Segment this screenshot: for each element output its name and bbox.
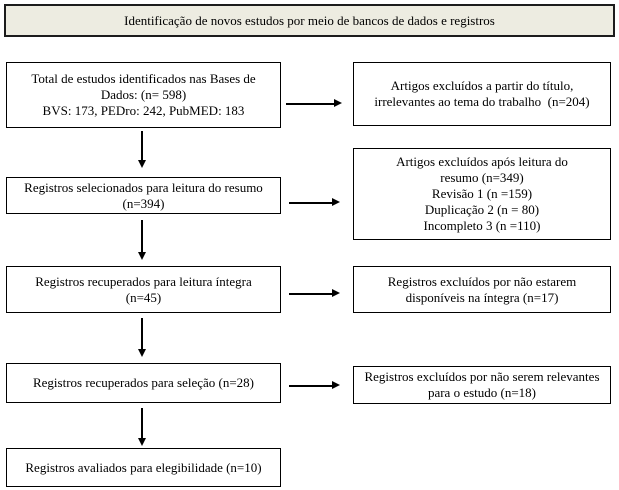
box-assessed-eligibility: Registros avaliados para elegibilidade (…	[6, 448, 281, 487]
arrow-down-4	[137, 408, 146, 446]
arrow-right-4	[289, 381, 340, 389]
arrow-right-3	[289, 289, 340, 297]
box-excluded-by-title: Artigos excluídos a partir do título, ir…	[353, 62, 611, 126]
box-total-identified: Total de estudos identificados nas Bases…	[6, 62, 281, 128]
arrow-down-1	[137, 131, 146, 168]
box-selected-abstract-reading: Registros selecionados para leitura do r…	[6, 177, 281, 214]
box-excluded-after-abstract: Artigos excluídos após leitura do resumo…	[353, 148, 611, 240]
arrow-right-2	[289, 198, 340, 206]
box-excluded-not-relevant: Registros excluídos por não serem releva…	[353, 366, 611, 404]
arrow-down-3	[137, 318, 146, 357]
header-title: Identificação de novos estudos por meio …	[124, 12, 495, 28]
box-excluded-unavailable-fulltext: Registros excluídos por não estarem disp…	[353, 266, 611, 313]
header-banner: Identificação de novos estudos por meio …	[4, 4, 615, 37]
box-retrieved-selection: Registros recuperados para seleção (n=28…	[6, 363, 281, 403]
arrow-down-2	[137, 220, 146, 260]
arrow-right-1	[286, 99, 342, 107]
box-retrieved-fulltext-reading: Registros recuperados para leitura ínteg…	[6, 266, 281, 313]
